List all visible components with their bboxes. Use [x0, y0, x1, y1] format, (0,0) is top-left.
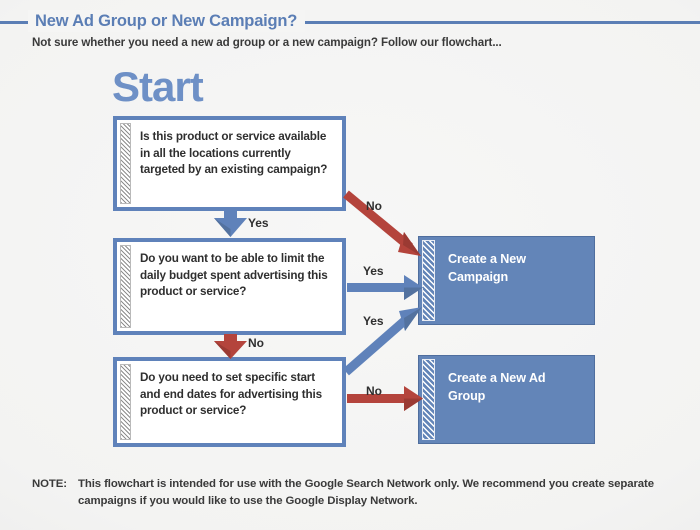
footer-note: NOTE: This flowchart is intended for use…	[32, 476, 672, 510]
decision-box-q3: Do you need to set specific start and en…	[113, 357, 346, 447]
hatch-bar-icon	[120, 123, 131, 204]
arrow-yes-q1-to-q2	[214, 210, 247, 237]
footer-note-text: This flowchart is intended for use with …	[78, 478, 654, 507]
result-box-campaign-text: Create a New Campaign	[448, 252, 526, 284]
start-label: Start	[112, 63, 204, 110]
page-subtitle: Not sure whether you need a new ad group…	[32, 36, 502, 49]
arrow-label-yes-q3: Yes	[363, 314, 384, 328]
arrow-label-yes-q1: Yes	[248, 216, 269, 230]
page-title: New Ad Group or New Campaign?	[28, 10, 306, 32]
hatch-bar-icon	[120, 245, 131, 328]
result-box-adgroup-text: Create a New Ad Group	[448, 371, 546, 403]
arrow-label-yes-q2: Yes	[363, 264, 384, 278]
footer-note-label: NOTE:	[32, 478, 67, 490]
decision-box-q2-text: Do you want to be able to limit the dail…	[140, 252, 328, 298]
arrow-label-no-q2: No	[248, 336, 264, 350]
arrow-no-q3-to-adgroup	[347, 386, 423, 411]
arrow-label-no-q1: No	[366, 199, 382, 213]
decision-box-q2: Do you want to be able to limit the dail…	[113, 238, 346, 335]
hatch-bar-icon	[422, 359, 435, 440]
arrow-yes-q3-to-campaign	[343, 307, 422, 376]
arrow-no-q1-to-campaign	[343, 190, 421, 256]
header-rule	[0, 21, 700, 24]
result-box-create-new-ad-group: Create a New Ad Group	[418, 355, 595, 444]
hatch-bar-icon	[120, 364, 131, 440]
hatch-bar-icon	[422, 240, 435, 321]
arrow-label-no-q3: No	[366, 384, 382, 398]
arrow-no-q2-to-q3	[214, 334, 247, 359]
decision-box-q3-text: Do you need to set specific start and en…	[140, 371, 322, 417]
arrow-yes-q2-to-campaign	[347, 275, 423, 300]
decision-box-q1: Is this product or service available in …	[113, 116, 346, 211]
result-box-create-new-campaign: Create a New Campaign	[418, 236, 595, 325]
decision-box-q1-text: Is this product or service available in …	[140, 130, 328, 176]
